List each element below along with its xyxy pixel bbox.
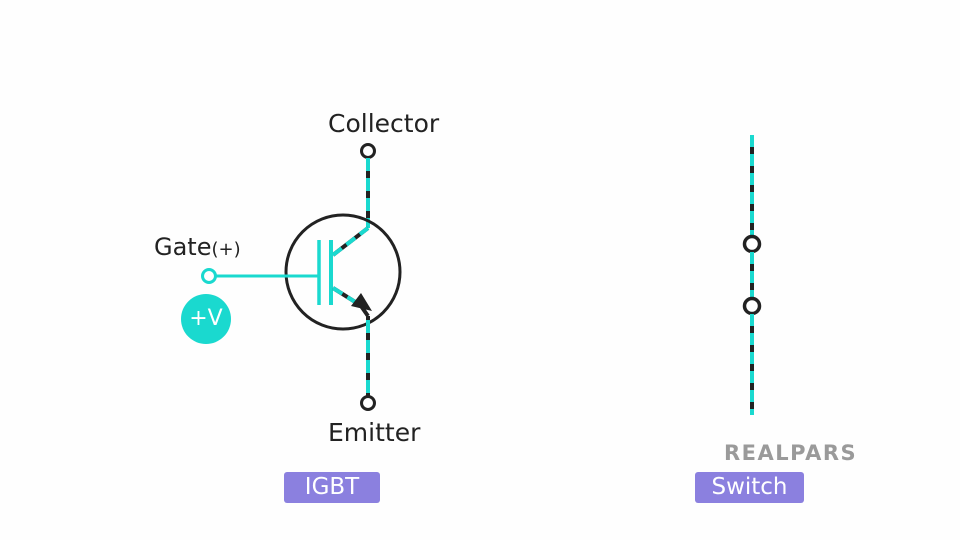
realpars-logo: REALPARS [724,441,858,465]
collector-diagonal-flow [331,226,370,257]
igbt-body-circle [284,213,402,331]
emitter-terminal [360,395,376,411]
collector-label: Collector [328,109,440,138]
collector-terminal [360,143,376,159]
gate-label-text: Gate [154,233,212,261]
emitter-arrowhead [351,293,372,311]
igbt-symbol [201,143,402,411]
emitter-label: Emitter [328,418,421,447]
switch-upper-contact [742,234,762,254]
switch-symbol [742,135,762,415]
emitter-bend [359,304,370,318]
switch-caption: Switch [695,472,804,503]
gate-label: Gate(+) [154,233,241,261]
gate-terminal [201,268,217,284]
switch-lower-contact [742,296,762,316]
gate-polarity-label: (+) [211,239,241,260]
igbt-caption: IGBT [284,472,380,503]
voltage-badge: +V [181,294,231,344]
